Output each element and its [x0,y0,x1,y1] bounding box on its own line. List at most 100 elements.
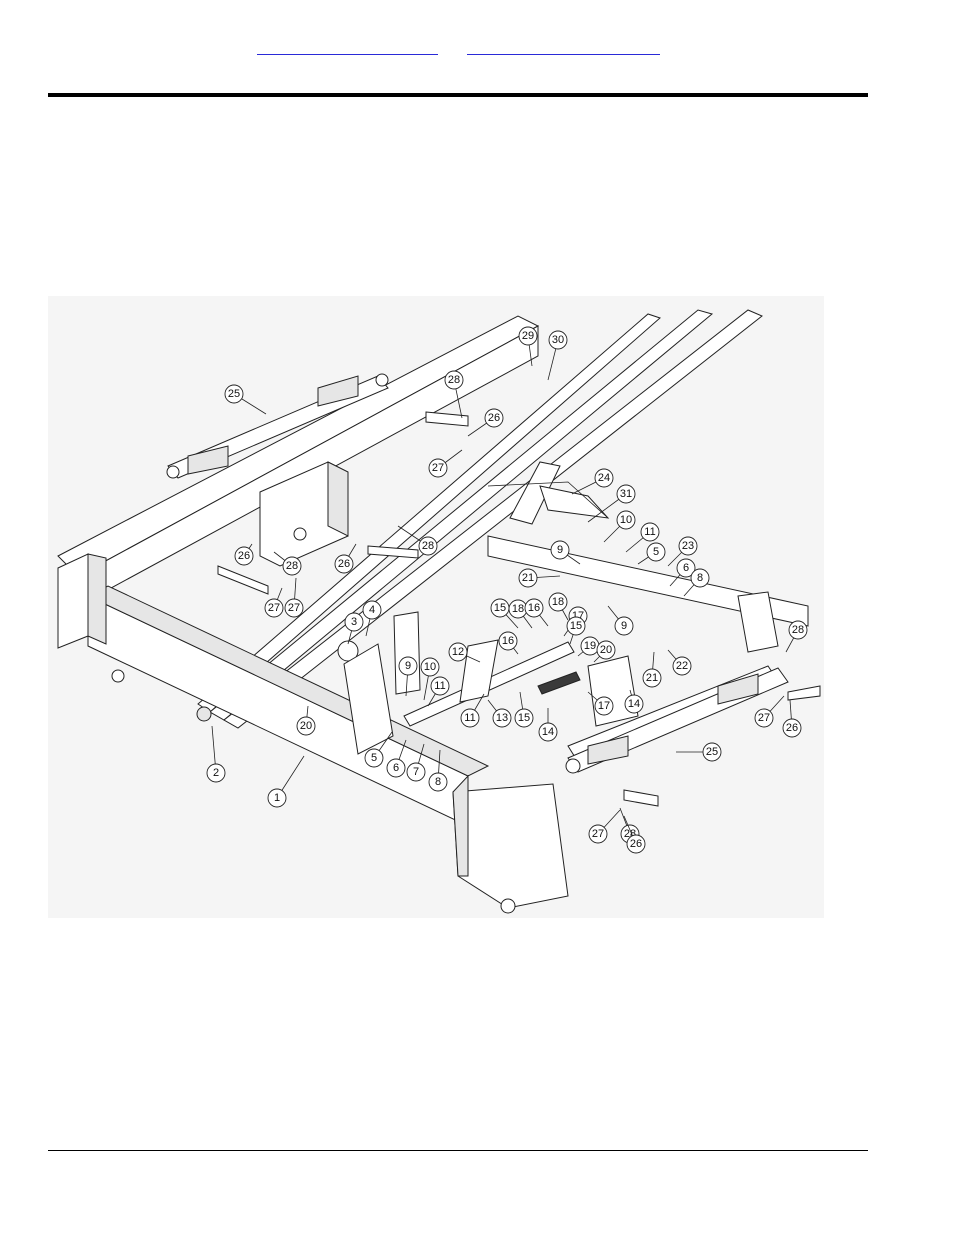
left-link-arm [166,373,389,479]
callout-16: 16 [498,631,519,655]
callout-bubble [594,696,614,716]
callout-11: 11 [427,676,450,707]
callout-number: 26 [630,838,642,850]
callout-26: 26 [467,408,504,437]
callout-bubble [676,558,696,578]
callout-number: 7 [413,766,419,778]
callout-number: 14 [542,726,554,738]
callout-27: 27 [264,587,284,618]
callout-7: 7 [406,743,426,782]
callout-bubble [398,656,418,676]
callout-number: 27 [268,602,280,614]
footer-rule [48,1150,868,1151]
callout-10: 10 [420,657,440,701]
callout-bubble [428,458,448,478]
callout-bubble [614,616,634,636]
callout-29: 29 [518,326,538,367]
callout-bubble [588,824,608,844]
callout-6: 6 [669,558,696,587]
callout-number: 15 [518,712,530,724]
callout-28: 28 [785,620,808,653]
callout-2: 2 [206,725,226,783]
callout-bubble [448,642,468,662]
header-rule [48,93,868,97]
callout-15: 15 [566,616,586,645]
callout-bubble [514,708,534,728]
callout-bubble [264,598,284,618]
callout-22: 22 [667,649,692,676]
callout-20: 20 [593,640,616,663]
callout-bubble [782,718,802,738]
callout-number: 4 [369,604,375,616]
header-link-2[interactable] [467,40,660,55]
callout-number: 21 [522,572,534,584]
callout-bubble [296,716,316,736]
callout-bubble [624,694,644,714]
callout-11: 11 [625,522,660,553]
callout-26: 26 [234,543,254,566]
callout-13: 13 [487,699,512,728]
callout-18: 18 [508,599,533,629]
callout-number: 1 [274,792,280,804]
callout-bubble [788,620,808,640]
callout-bubble [594,468,614,488]
callout-bubble [362,600,382,620]
callout-bubble [754,708,774,728]
callout-27: 27 [284,577,304,618]
callout-3: 3 [344,612,364,645]
callout-25: 25 [224,384,267,415]
callout-bubble [616,484,636,504]
callout-number: 11 [464,712,475,724]
callout-number: 18 [552,596,564,608]
callout-number: 23 [682,540,694,552]
callout-bubble [642,668,662,688]
depth-gauge [487,461,610,525]
right-link-arm [565,667,789,774]
callout-number: 20 [600,644,612,656]
callout-27: 27 [428,449,463,478]
pins [217,411,821,807]
callout-number: 2 [213,767,219,779]
callout-bubble [444,370,464,390]
callout-bubble [267,788,287,808]
callout-24: 24 [571,468,614,495]
callout-bubble [460,708,480,728]
callout-number: 30 [552,334,564,346]
callout-8: 8 [683,568,710,597]
callout-9: 9 [398,656,418,697]
callout-17: 17 [587,691,614,716]
callout-bubble [690,568,710,588]
callout-bubble [550,540,570,560]
callout-15: 15 [490,598,519,629]
callout-bubble [484,408,504,428]
callout-number: 27 [592,828,604,840]
callout-number: 9 [405,660,411,672]
callout-number: 16 [502,635,514,647]
callout-bubble [492,708,512,728]
callout-number: 28 [422,540,434,552]
callout-number: 8 [697,572,703,584]
callout-27: 27 [588,809,621,844]
callout-number: 19 [584,640,596,652]
callout-number: 20 [300,720,312,732]
callout-28: 28 [273,551,302,576]
callout-number: 8 [435,776,441,788]
callout-number: 28 [448,374,460,386]
callout-bubble [566,616,586,636]
callout-number: 26 [786,722,798,734]
callout-30: 30 [547,330,568,381]
callout-number: 21 [646,672,658,684]
callout-bubble [596,640,616,660]
callout-bubble [678,536,698,556]
callout-bubble [406,762,426,782]
header-link-1[interactable] [257,40,438,55]
callout-8: 8 [428,749,448,792]
callout-number: 25 [228,388,240,400]
callout-number: 9 [557,544,563,556]
callout-number: 3 [351,616,357,628]
callout-25: 25 [676,742,722,762]
callout-bubble [518,568,538,588]
callout-number: 11 [434,680,445,692]
